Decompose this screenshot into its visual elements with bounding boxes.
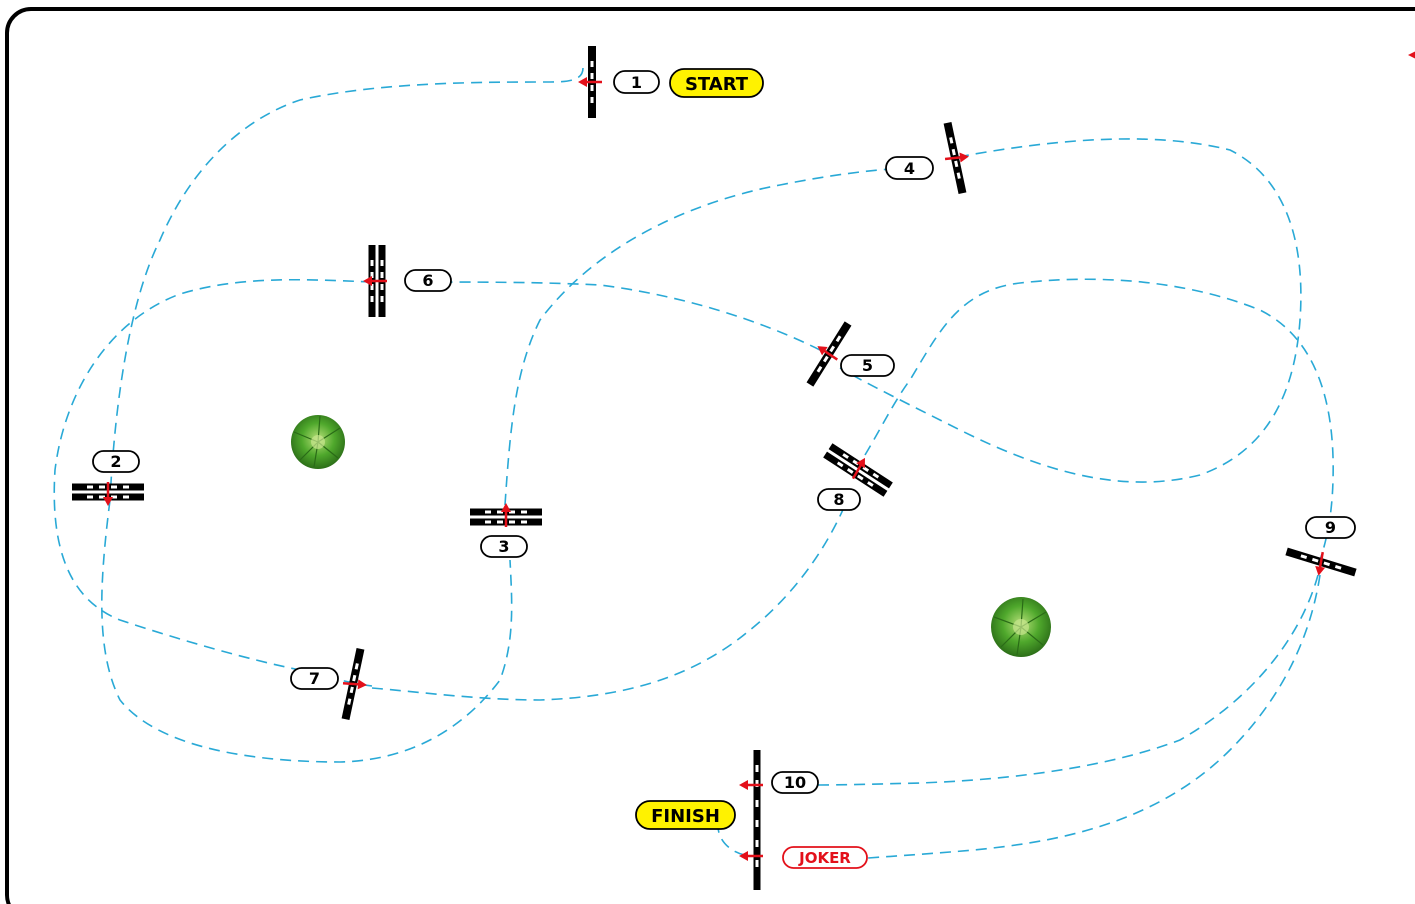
number-badge-8: 8: [817, 488, 861, 511]
start-label: START: [685, 74, 749, 95]
edge-arrow-partial: [1408, 51, 1415, 59]
number-badge-1: 1: [613, 70, 660, 94]
route-path: [53, 67, 1334, 859]
joker-lane: JOKER: [737, 846, 868, 869]
obstacle-2: 2: [72, 450, 144, 508]
obstacle-9: 9: [1285, 516, 1357, 578]
obstacle-8: 8: [817, 443, 893, 511]
joker-label: JOKER: [798, 849, 851, 867]
obstacle-5: 5: [806, 321, 895, 387]
number-badge-4: 4: [885, 156, 934, 180]
number-badge-6: 6: [404, 269, 452, 292]
number-label-9: 9: [1325, 518, 1336, 537]
number-label-5: 5: [862, 356, 873, 375]
arena-border: [5, 7, 1415, 904]
number-label-4: 4: [904, 159, 915, 178]
number-label-10: 10: [784, 773, 806, 792]
number-label-7: 7: [309, 669, 320, 688]
finish-label: FINISH: [651, 806, 720, 827]
obstacle-1: 1: [576, 46, 660, 118]
bush-icon: [291, 415, 345, 469]
number-badge-2: 2: [92, 450, 140, 473]
obstacle-4: 4: [885, 121, 971, 195]
obstacle-10: 10: [737, 750, 819, 890]
obstacle-7: 7: [290, 647, 369, 721]
obstacle-6: 6: [361, 245, 452, 317]
number-label-6: 6: [422, 271, 433, 290]
number-badge-5: 5: [840, 354, 895, 377]
number-label-2: 2: [110, 452, 121, 471]
number-badge-3: 3: [480, 535, 528, 558]
finish-gate: [753, 750, 761, 890]
number-badge-9: 9: [1305, 516, 1356, 539]
obstacle-3: 3: [470, 501, 542, 558]
number-label-3: 3: [498, 537, 509, 556]
number-label-8: 8: [833, 490, 844, 509]
finish-badge: FINISH: [635, 800, 736, 830]
start-badge: START: [669, 68, 764, 98]
number-badge-10: 10: [771, 771, 819, 794]
bush-icon: [991, 597, 1051, 657]
number-badge-7: 7: [290, 667, 339, 690]
number-label-1: 1: [631, 73, 642, 92]
